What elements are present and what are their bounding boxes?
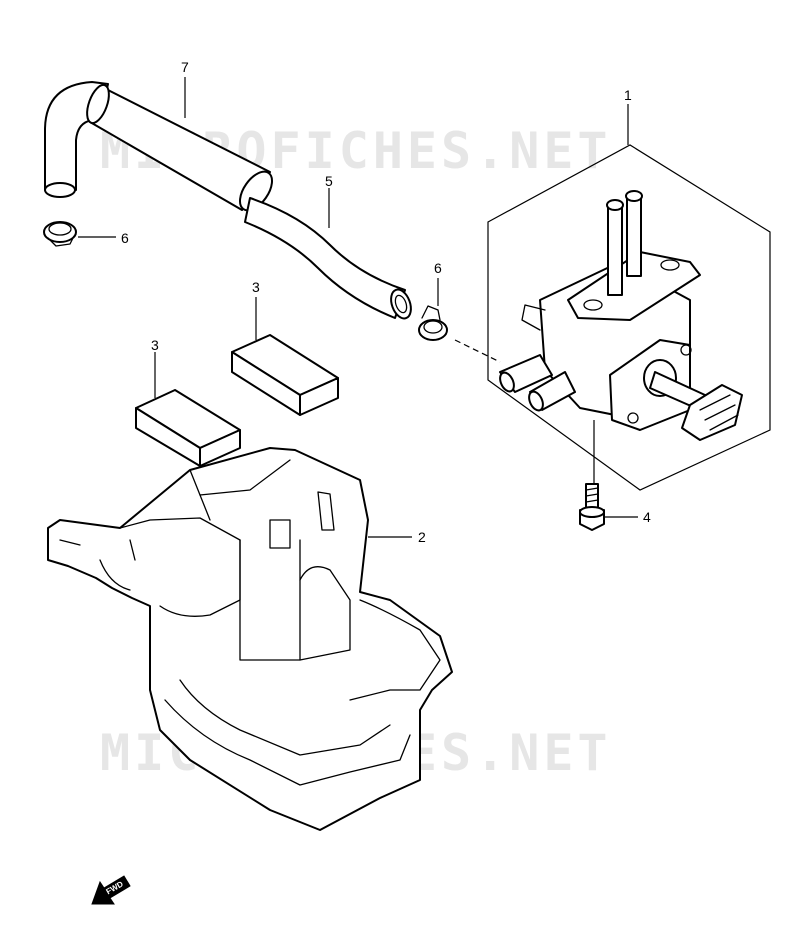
cushion-upper-3[interactable] [231,334,339,416]
bolt-4[interactable] [579,483,605,531]
fuel-cock-outline-box [487,144,771,491]
callout-6-left: 6 [121,230,129,246]
callout-5: 5 [325,173,333,189]
callout-3-lower: 3 [151,337,159,353]
protector-hose-7[interactable] [44,81,278,216]
callout-7: 7 [181,59,189,75]
callout-4: 4 [643,509,651,525]
fuel-tank-guard-2[interactable] [47,447,453,831]
clamp-left-6[interactable] [43,221,77,247]
leader-lines [78,77,638,538]
callout-3-upper: 3 [252,279,260,295]
fuel-cock-1[interactable] [497,190,743,441]
fwd-arrow-icon: FWD [91,875,131,905]
callout-6-right: 6 [434,260,442,276]
clamp-right-6[interactable] [418,305,448,341]
callout-2: 2 [418,529,426,545]
callout-1: 1 [624,87,632,103]
fuel-hose-5[interactable] [244,197,415,321]
cushion-lower-3[interactable] [135,389,241,467]
